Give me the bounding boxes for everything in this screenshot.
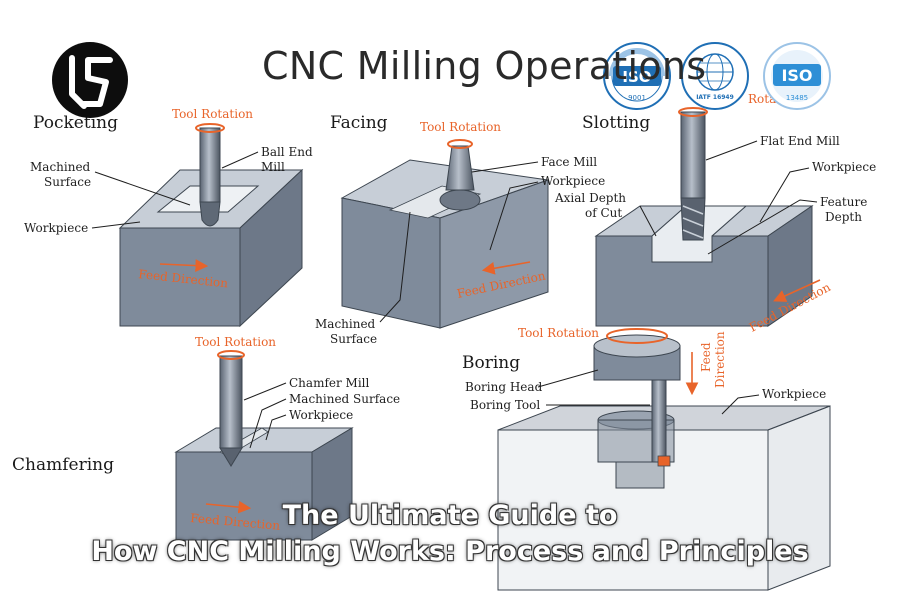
facing-surface-label-1: Machined	[315, 317, 376, 331]
pocketing-block-side	[239, 168, 303, 328]
facing-tool-body	[445, 145, 475, 191]
slotting-block-front	[595, 235, 769, 327]
pocketing-title: Pocketing	[33, 113, 118, 133]
boring-feed-label-1: Feed	[699, 342, 713, 372]
facing-surface-label-2: Surface	[330, 332, 377, 346]
slotting-feature-label-2: Depth	[825, 210, 862, 224]
pocketing-surface-label-2: Surface	[44, 175, 91, 189]
slotting-rotation-mark	[678, 107, 708, 117]
boring-block-side	[767, 405, 831, 591]
boring-workpiece-label: Workpiece	[762, 387, 826, 401]
boring-hole-lower	[615, 461, 665, 489]
slotting-workpiece-label: Workpiece	[812, 160, 876, 174]
boring-title: Boring	[462, 353, 520, 373]
boring-tool-label: Boring Tool	[470, 398, 540, 412]
badge-iso-13485-sub: 13485	[786, 94, 808, 102]
chamfering-panel: Chamfering Tool Rotation Chamfer Mill Ma…	[12, 335, 400, 541]
overlay-headline-line-2: How CNC Milling Works: Process and Princ…	[91, 536, 809, 567]
pocketing-tool-shank	[199, 127, 221, 203]
badge-iso-13485: ISO 13485	[763, 42, 831, 110]
chamfering-surface-label: Machined Surface	[289, 392, 400, 406]
facing-tool-label: Face Mill	[541, 155, 597, 169]
slotting-tool-shank	[680, 111, 706, 199]
brand-logo	[52, 42, 128, 118]
badge-iso-9001-sub: 9001	[628, 94, 646, 102]
slotting-feature-label-1: Feature	[820, 195, 867, 209]
facing-title: Facing	[330, 113, 388, 133]
chamfering-rotation-mark	[217, 350, 245, 360]
boring-head-label: Boring Head	[465, 380, 543, 394]
chamfering-tool-shank	[219, 355, 243, 449]
overlay-headline-line-1: The Ultimate Guide to	[282, 500, 618, 531]
facing-rotation-label: Tool Rotation	[420, 120, 501, 134]
slotting-tool-label: Flat End Mill	[760, 134, 840, 148]
badge-iatf-16949: IATF 16949	[681, 42, 749, 110]
page-title: CNC Milling Operations	[262, 44, 707, 88]
boring-rotation-mark	[606, 328, 668, 344]
facing-rotation-mark	[447, 139, 473, 149]
pocketing-tool-tip	[199, 201, 221, 227]
slotting-axial-label-1: Axial Depth	[554, 191, 626, 205]
badge-iso-9001: ISO 9001	[603, 42, 671, 110]
boring-feed-label-2: Direction	[713, 331, 727, 388]
boring-panel: Boring Tool Rotation Boring Head Boring …	[462, 326, 831, 591]
boring-head-top	[593, 334, 681, 358]
pocketing-rotation-label: Tool Rotation	[172, 107, 253, 121]
chamfering-tool-tip	[219, 447, 243, 467]
pocketing-panel: Pocketing Tool Rotation Ball End Mill Ma…	[24, 107, 313, 328]
pocketing-workpiece-label: Workpiece	[24, 221, 88, 235]
chamfering-block-side	[311, 427, 353, 541]
pocketing-tool-label-1: Ball End	[261, 145, 313, 159]
chamfering-title: Chamfering	[12, 455, 114, 475]
chamfering-workpiece-label: Workpiece	[289, 408, 353, 422]
chamfering-tool-label: Chamfer Mill	[289, 376, 370, 390]
slotting-title: Slotting	[582, 113, 650, 133]
facing-tool-head	[439, 189, 481, 211]
boring-tool-insert	[657, 455, 671, 467]
badge-iatf-sub: IATF 16949	[696, 94, 734, 101]
boring-rotation-label: Tool Rotation	[518, 326, 599, 340]
chamfering-rotation-label: Tool Rotation	[195, 335, 276, 349]
badge-iso-9001-main: ISO	[622, 68, 651, 86]
boring-tool-bar	[651, 379, 667, 463]
badge-iso-13485-main: ISO	[781, 66, 812, 85]
facing-panel: Facing Tool Rotation Face Mill Workpiece…	[315, 113, 605, 346]
facing-block-side	[439, 179, 549, 329]
slotting-axial-label-2: of Cut	[585, 206, 622, 220]
slotting-tool-flutes	[680, 197, 706, 241]
slotting-panel: Slotting Rotation Flat End Mill Workpiec…	[554, 92, 876, 335]
facing-workpiece-label: Workpiece	[541, 174, 605, 188]
pocketing-rotation-mark	[195, 123, 225, 133]
pocketing-tool-label-2: Mill	[261, 160, 285, 174]
pocketing-surface-label-1: Machined	[30, 160, 91, 174]
